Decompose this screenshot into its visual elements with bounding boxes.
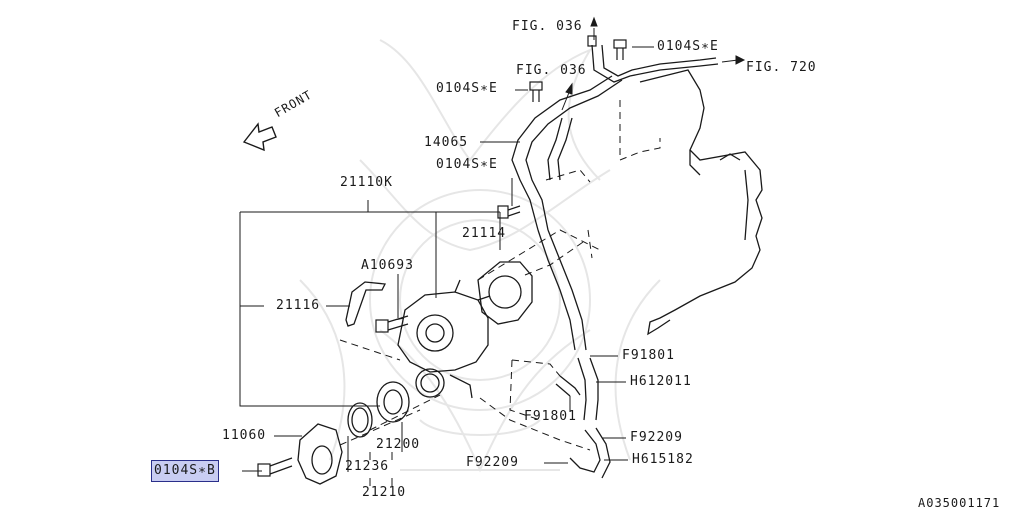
- label-0104se-mid[interactable]: 0104S∗E: [436, 157, 498, 172]
- hose-pipes: [511, 44, 719, 479]
- label-f92209-b[interactable]: F92209: [466, 455, 519, 470]
- label-fig-036-mid[interactable]: FIG. 036: [516, 63, 587, 78]
- label-h615182[interactable]: H615182: [632, 452, 694, 467]
- label-f91801-a[interactable]: F91801: [622, 348, 675, 363]
- bracket: [345, 281, 387, 327]
- label-fig-720[interactable]: FIG. 720: [746, 60, 817, 75]
- thermostat: [347, 381, 410, 438]
- label-0104sb-highlighted[interactable]: 0104S∗B: [151, 460, 219, 482]
- label-0104se-top[interactable]: 0104S∗E: [657, 39, 719, 54]
- label-h612011[interactable]: H612011: [630, 374, 692, 389]
- label-21210[interactable]: 21210: [362, 485, 407, 500]
- label-21116[interactable]: 21116: [276, 298, 321, 313]
- assembly-dashes: [339, 100, 661, 451]
- label-21200[interactable]: 21200: [376, 437, 421, 452]
- front-arrow-icon: [242, 122, 277, 152]
- label-21110k[interactable]: 21110K: [340, 175, 393, 190]
- thermostat-cover: [297, 423, 343, 485]
- label-21114[interactable]: 21114: [462, 226, 507, 241]
- label-11060[interactable]: 11060: [222, 428, 267, 443]
- water-pump: [397, 279, 491, 399]
- diagram-id: A035001171: [918, 496, 1001, 510]
- label-0104se-left[interactable]: 0104S∗E: [436, 81, 498, 96]
- leader-lines: [239, 16, 746, 486]
- label-21236[interactable]: 21236: [345, 459, 390, 474]
- label-fig-036-top[interactable]: FIG. 036: [512, 19, 583, 34]
- label-a10693[interactable]: A10693: [361, 258, 414, 273]
- label-f92209-a[interactable]: F92209: [630, 430, 683, 445]
- engine-block: [639, 69, 763, 336]
- label-14065[interactable]: 14065: [424, 135, 469, 150]
- gasket: [477, 261, 533, 325]
- watermark-emblem: [299, 39, 661, 473]
- label-f91801-b[interactable]: F91801: [524, 409, 577, 424]
